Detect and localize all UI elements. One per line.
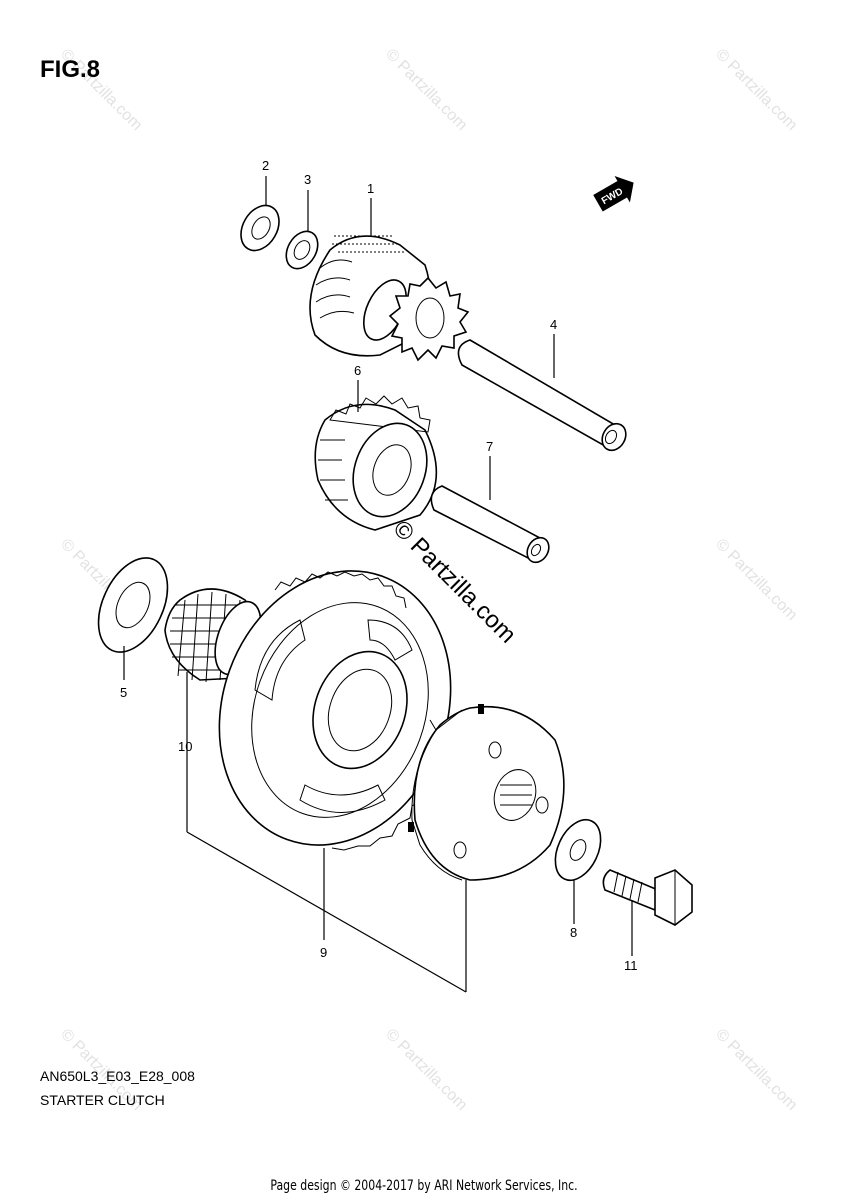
watermark-mid-right: © Partzilla.com bbox=[712, 536, 800, 624]
part-7-shaft bbox=[430, 485, 550, 564]
callout-10: 10 bbox=[178, 739, 192, 754]
callout-3: 3 bbox=[304, 172, 311, 187]
watermark-bottom-center: © Partzilla.com bbox=[382, 1026, 470, 1114]
part-11-bolt bbox=[602, 869, 693, 926]
callout-2: 2 bbox=[262, 158, 269, 173]
watermark-grid: © Partzilla.com © Partzilla.com © Partzi… bbox=[57, 46, 800, 1114]
part-5-washer bbox=[97, 557, 169, 653]
watermark-bottom-right: © Partzilla.com bbox=[712, 1026, 800, 1114]
leader-lines bbox=[123, 176, 633, 993]
part-6-starter-gear bbox=[314, 395, 438, 531]
callout-labels: 2 3 1 4 6 7 5 10 9 8 11 bbox=[120, 158, 638, 973]
callout-4: 4 bbox=[550, 317, 557, 332]
part-1-idle-gear bbox=[309, 235, 470, 362]
starter-clutch-body bbox=[408, 704, 565, 881]
part-4-shaft bbox=[457, 339, 627, 452]
figure-title: FIG.8 bbox=[40, 56, 101, 83]
callout-8: 8 bbox=[570, 925, 577, 940]
page-footer: Page design © 2004-2017 by ARI Network S… bbox=[270, 1178, 578, 1194]
callout-11: 11 bbox=[624, 958, 638, 973]
callout-5: 5 bbox=[120, 685, 127, 700]
section-title: STARTER CLUTCH bbox=[40, 1092, 165, 1108]
watermark-top-right: © Partzilla.com bbox=[712, 46, 800, 134]
part-9-starter-driven-gear bbox=[218, 570, 452, 851]
callout-6: 6 bbox=[354, 363, 361, 378]
model-code: AN650L3_E03_E28_008 bbox=[40, 1068, 195, 1084]
watermark-top-center: © Partzilla.com bbox=[382, 46, 470, 134]
callout-9: 9 bbox=[320, 945, 327, 960]
callout-7: 7 bbox=[486, 439, 493, 454]
fwd-arrow-badge: FWD bbox=[593, 175, 634, 212]
part-2-washer bbox=[240, 204, 280, 252]
part-3-spring-washer bbox=[285, 230, 319, 270]
callout-1: 1 bbox=[367, 181, 374, 196]
part-8-washer bbox=[554, 818, 602, 882]
